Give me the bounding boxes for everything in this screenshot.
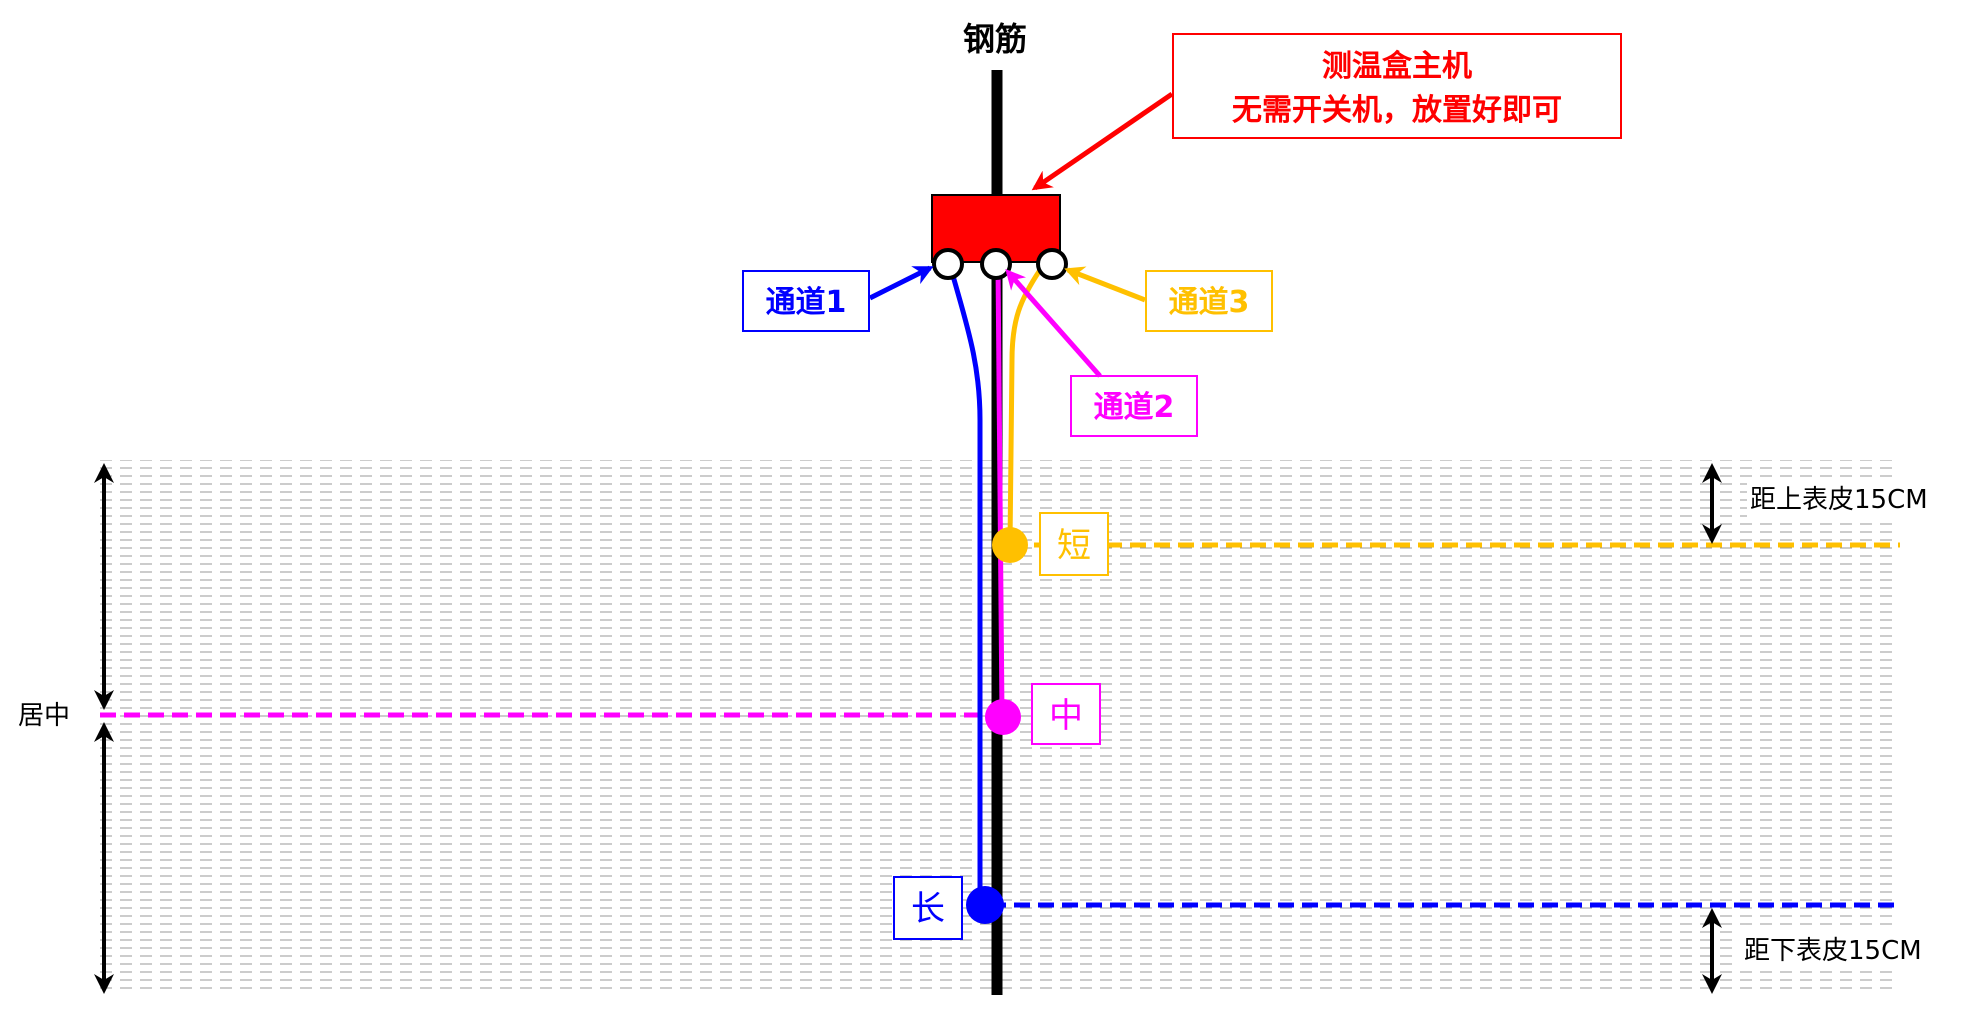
- channel2-wire: [995, 264, 1005, 716]
- bottom-dimension-label-bg: [1740, 930, 1956, 970]
- channel2-port: [980, 248, 1012, 280]
- channel2-callout-box: [1070, 375, 1198, 437]
- channel1-wire: [947, 264, 983, 903]
- top-dimension-label-bg: [1747, 478, 1959, 518]
- rebar-label: 钢筋: [963, 20, 1027, 58]
- short-sensor-label-box: [1039, 512, 1109, 576]
- short-sensor: [992, 527, 1028, 563]
- channel1-callout-box: [742, 270, 870, 332]
- channel1-arrow: [868, 265, 934, 301]
- host-callout-line1: 测温盒主机: [1322, 49, 1472, 84]
- middle-sensor-label: 中: [1049, 696, 1083, 736]
- long-sensor-label: 长: [911, 889, 945, 929]
- channel2-arrow: [1005, 269, 1102, 378]
- channel3-callout-box: [1145, 270, 1273, 332]
- middle-sensor: [985, 699, 1021, 735]
- long-sensor: [966, 886, 1004, 924]
- channel3-label: 通道3: [1169, 285, 1250, 320]
- bottom-dimension-label: 距下表皮15CM: [1744, 936, 1922, 966]
- top-dimension-label: 距上表皮15CM: [1750, 485, 1928, 515]
- channel2-label: 通道2: [1094, 390, 1175, 425]
- long-sensor-label-box: [893, 876, 963, 940]
- host-callout-box: [1172, 33, 1622, 139]
- channel3-wire: [1007, 268, 1043, 546]
- channel3-arrow: [1064, 266, 1146, 303]
- channel1-port: [932, 248, 964, 280]
- channel3-port: [1036, 248, 1068, 280]
- middle-sensor-label-box: [1031, 683, 1101, 745]
- host-callout-line2: 无需开关机，放置好即可: [1232, 93, 1562, 128]
- center-dimension-label: 居中: [18, 701, 70, 731]
- host-callout-arrow: [1031, 91, 1174, 191]
- short-sensor-label: 短: [1057, 526, 1091, 566]
- channel1-label: 通道1: [766, 285, 847, 320]
